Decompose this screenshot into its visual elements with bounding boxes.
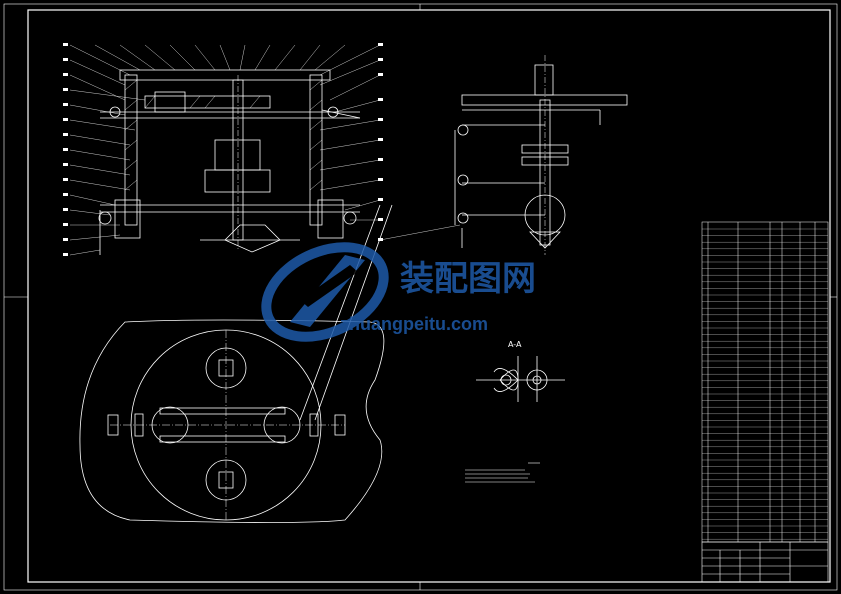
leader-lines (69, 44, 461, 256)
parts-list-table (701, 221, 829, 543)
section-hatching (124, 79, 323, 191)
leader-number-marks (63, 43, 383, 256)
section-aa-label: A-A (508, 340, 522, 349)
technical-notes (465, 462, 540, 483)
stylized-z-logo-icon (261, 242, 389, 342)
watermark-url: zhuangpeitu.com (340, 314, 488, 334)
sheet-border (3, 3, 838, 591)
title-block (701, 541, 829, 583)
parts-list-rows (702, 228, 828, 540)
side-view (454, 55, 628, 255)
plan-view (79, 204, 393, 523)
watermark-name: 装配图网 (400, 259, 536, 299)
section-aa-view (476, 356, 565, 402)
front-section-view (98, 69, 361, 255)
watermark: 装配图网 zhuangpeitu.com (261, 242, 536, 342)
